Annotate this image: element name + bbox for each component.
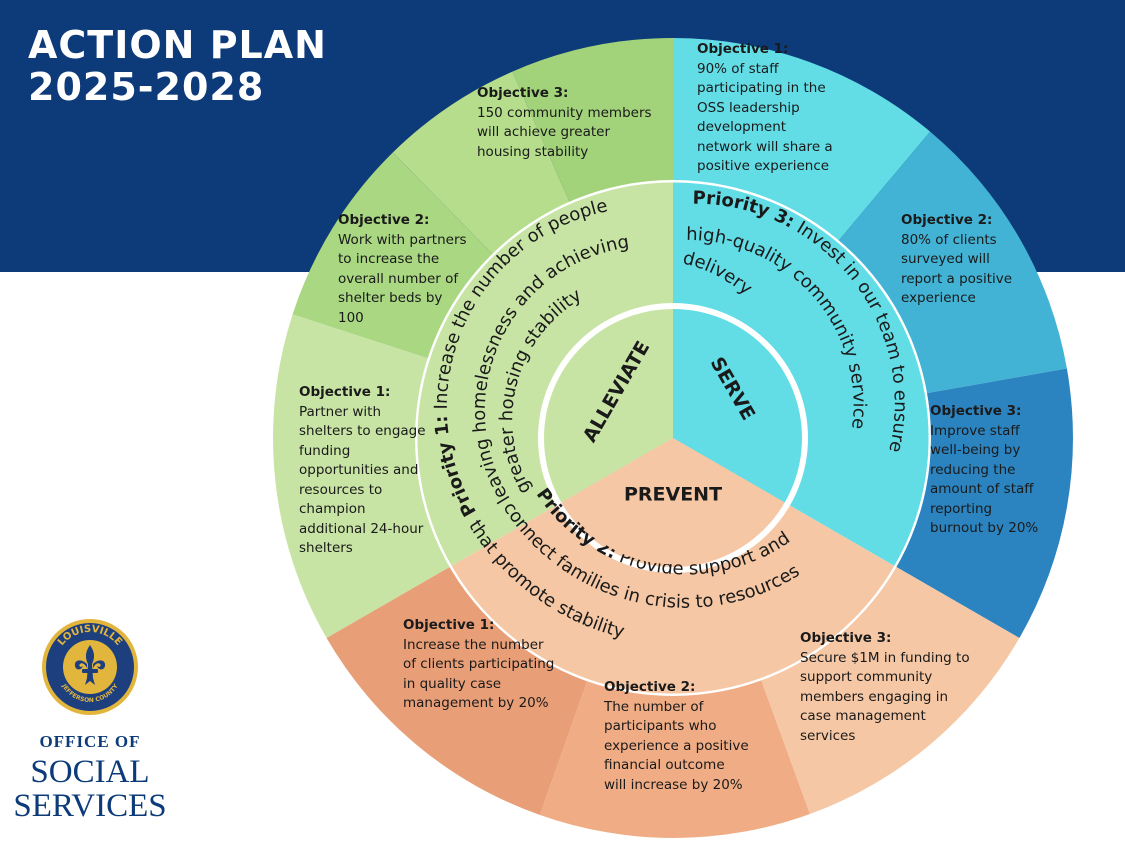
- fleur-de-lis-icon: [74, 645, 106, 685]
- center-prevent: [563, 438, 783, 565]
- office-of-label: OFFICE OF: [39, 732, 141, 751]
- objective-alleviate-1: Objective 1: Partner with shelters to en…: [299, 384, 426, 556]
- inner-ring-border: [538, 303, 808, 573]
- center-circle: [546, 311, 800, 565]
- social-label: SOCIAL: [30, 754, 150, 790]
- objective-serve-2: Objective 2: 80% of clients surveyed wil…: [901, 212, 1013, 306]
- objective-alleviate-2: Objective 2: Work with partners to incre…: [338, 212, 467, 326]
- services-label: SERVICES: [13, 788, 167, 824]
- title-line-1: ACTION PLAN: [28, 23, 327, 67]
- page-title: ACTION PLAN 2025-2028: [28, 24, 327, 108]
- objective-prevent-3: Objective 3: Secure $1M in funding to su…: [800, 630, 970, 744]
- center-alleviate: [546, 311, 673, 502]
- title-line-2: 2025-2028: [28, 65, 265, 109]
- center-serve: [673, 311, 800, 502]
- objective-serve-1: Objective 1: 90% of staff participating …: [697, 41, 833, 174]
- objective-heading: Objective 3:: [477, 85, 569, 101]
- ring-prevent: [451, 438, 895, 694]
- objective-alleviate-3: Objective 3: 150 community members will …: [477, 85, 652, 160]
- objective-prevent-2: Objective 2: The number of participants …: [604, 679, 749, 793]
- louisville-seal-logo: LOUISVILLE JEFFERSON COUNTY: [42, 619, 138, 715]
- center-prevent-label: PREVENT: [624, 484, 722, 506]
- objective-prevent-1: Objective 1: Increase the number of clie…: [403, 617, 555, 711]
- objective-serve-3: Objective 3: Improve staff well-being by…: [930, 403, 1039, 536]
